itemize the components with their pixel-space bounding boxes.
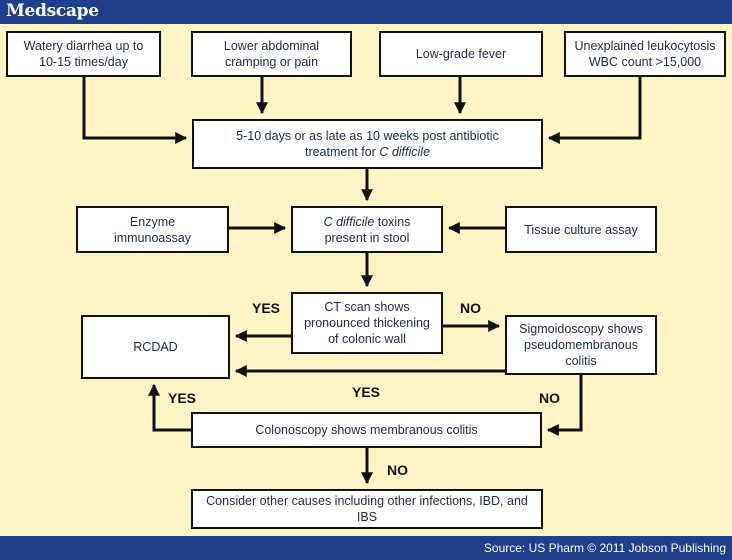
- ct-scan-line3: of colonic wall: [328, 332, 406, 346]
- box-rcdad: [81, 315, 230, 379]
- abdominal-cramping-text: Lower abdominal cramping or pain: [192, 32, 351, 76]
- arrow-leukocytosis-to-onset: [547, 76, 642, 144]
- sigmoidoscopy-no-label: NO: [539, 390, 560, 406]
- sigmoidoscopy-line1: Sigmoidoscopy shows: [519, 322, 643, 336]
- other-causes-text: Consider other causes including other in…: [192, 490, 542, 528]
- arrow-colon-yes-to-rcdad: [148, 383, 192, 432]
- box-sigmoidoscopy: [505, 315, 657, 375]
- abdominal-cramping-line1: Lower abdominal: [223, 39, 320, 53]
- low-grade-fever-label: Low-grade fever: [415, 47, 507, 61]
- post-antibiotic-text: 5-10 days or as late as 10 weeks post an…: [193, 120, 542, 168]
- arrow-diarrhea-to-onset: [82, 76, 188, 144]
- box-other-causes: [191, 489, 543, 529]
- leukocytosis-line2: WBC count >15,000: [588, 55, 702, 69]
- sigmoidoscopy-yes-label: YES: [352, 384, 381, 400]
- ct-scan-line1: CT scan shows: [324, 300, 410, 314]
- box-leukocytosis: [564, 31, 726, 77]
- watery-diarrhea-line2: 10-15 times/day: [39, 55, 128, 69]
- low-grade-fever-text: Low-grade fever: [380, 32, 542, 76]
- enzyme-immunoassay-line2: immunoassay: [113, 230, 192, 245]
- abdominal-cramping-line2: cramping or pain: [224, 55, 319, 69]
- watery-diarrhea-text: Watery diarrhea up to 10-15 times/day: [7, 32, 160, 76]
- arrow-sigmoid-no-to-colonoscopy: [546, 374, 583, 436]
- tissue-culture-label: Tissue culture assay: [524, 222, 638, 237]
- box-watery-diarrhea: [6, 31, 161, 77]
- enzyme-immunoassay-line1: Enzyme: [129, 214, 176, 229]
- box-enzyme-immunoassay: [76, 206, 229, 253]
- ct-no-label: NO: [460, 300, 481, 316]
- toxins-line1: toxins: [374, 214, 411, 229]
- colonoscopy-label: Colonoscopy shows membranous colitis: [255, 423, 478, 437]
- toxins-organism: C difficile: [323, 214, 375, 229]
- header-banner: Medscape: [0, 0, 732, 24]
- toxins-line2: present in stool: [324, 230, 410, 245]
- colonoscopy-yes-label: YES: [168, 390, 197, 406]
- source-credit: Source: US Pharm © 2011 Jobson Publishin…: [483, 541, 726, 555]
- rcdad-text: RCDAD: [82, 316, 229, 378]
- sigmoidoscopy-line2: pseudomembranous: [524, 338, 638, 352]
- post-antibiotic-line1: 5-10 days or as late as 10 weeks post an…: [236, 129, 499, 143]
- tissue-culture-text: Tissue culture assay: [506, 207, 656, 252]
- footer-banner: Source: US Pharm © 2011 Jobson Publishin…: [0, 536, 732, 560]
- ct-yes-label: YES: [252, 300, 281, 316]
- leukocytosis-line1: Unexplained leukocytosis: [574, 39, 716, 53]
- post-antibiotic-line2: treatment for: [304, 145, 380, 159]
- medscape-logo: Medscape: [6, 1, 99, 21]
- box-colonoscopy: [191, 412, 542, 448]
- flowchart-canvas: Watery diarrhea up to 10-15 times/day Low…: [0, 24, 732, 536]
- other-causes-label: Consider other causes including other in…: [206, 494, 528, 524]
- post-antibiotic-organism: C difficile: [379, 145, 431, 159]
- rcdad-label: RCDAD: [133, 340, 178, 354]
- sigmoidoscopy-line3: colitis: [565, 354, 597, 368]
- ct-scan-line2: pronounced thickening: [304, 316, 430, 330]
- colonoscopy-no-label: NO: [387, 462, 408, 478]
- colonoscopy-text: Colonoscopy shows membranous colitis: [192, 413, 541, 447]
- sigmoidoscopy-text: Sigmoidoscopy shows pseudomembranous colit…: [506, 316, 656, 374]
- flowchart-diagram: [6, 31, 726, 529]
- box-ct-scan: [291, 292, 443, 354]
- box-abdominal-cramping: [191, 31, 352, 77]
- watery-diarrhea-line1: Watery diarrhea up to: [23, 39, 144, 53]
- ct-scan-text: CT scan shows pronounced thickening of col…: [292, 293, 442, 353]
